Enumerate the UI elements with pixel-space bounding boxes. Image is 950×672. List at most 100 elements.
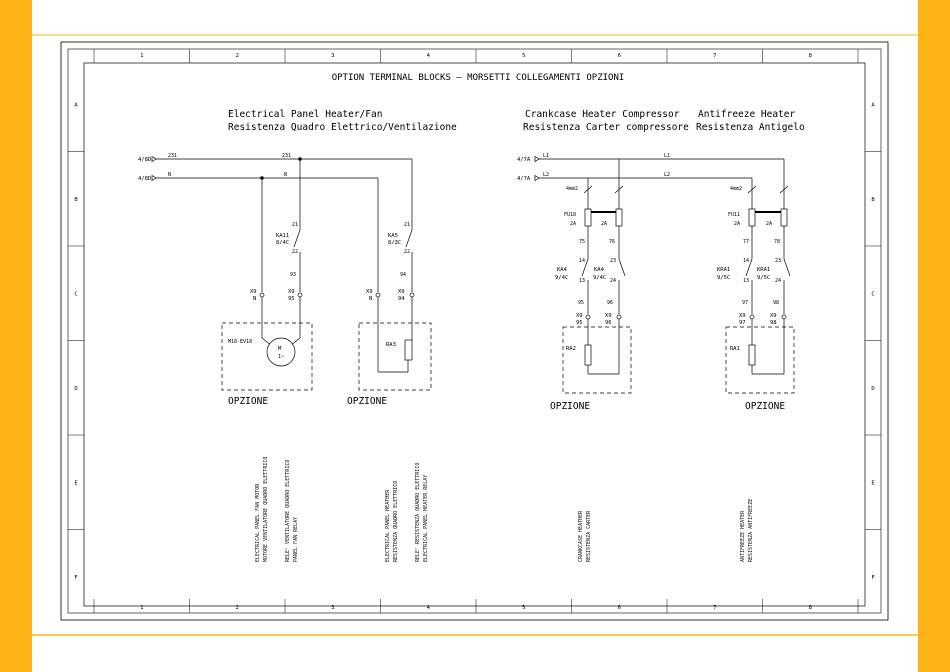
vlabel-crank-1: CRANKCASE HEATHER — [578, 510, 584, 562]
row-label-A-left: A — [74, 102, 78, 108]
row-label-F-left: F — [74, 575, 77, 581]
antifreeze-relay-2: KRA1 — [757, 267, 770, 273]
antifreeze-wire-97: 97 — [742, 300, 748, 306]
crankcase-heading-en: Crankcase Heater Compressor — [525, 109, 680, 120]
crankcase-circuit — [562, 159, 632, 394]
antifreeze-heater-label: RA1 — [730, 346, 740, 352]
column-label-4-top: 4 — [427, 53, 431, 59]
vlabel-heater-2: RESISTENZA QUADRO ELETTRICO — [393, 481, 399, 562]
vlabel-anti-1: ANTIFREEZE HEATER — [740, 510, 746, 562]
vlabel-anti-2: RESISTENZA ANTIFREEZE — [748, 499, 754, 562]
crankcase-heater-label: RA2 — [566, 346, 576, 352]
antifreeze-fuse-2-icon — [780, 208, 788, 227]
column-label-5-bottom: 5 — [522, 605, 525, 611]
panel-heading-it: Resistenza Quadro Elettrico/Ventilazione — [228, 122, 457, 133]
crankcase-heading-it: Resistenza Carter compressore — [523, 122, 689, 133]
antifreeze-heater-resistor-icon — [748, 344, 756, 366]
antifreeze-relay-1: KRA1 — [717, 267, 730, 273]
crankcase-relay-2-ref: 9/4C — [593, 275, 606, 281]
crankcase-term-x9-a: X9 — [576, 313, 583, 319]
antifreeze-heading-it: Resistenza Antigelo — [696, 122, 805, 133]
crankcase-fuse-2-icon — [615, 208, 623, 227]
column-label-1-top: 1 — [140, 53, 143, 59]
antifreeze-term-97: 97 — [739, 320, 746, 326]
antifreeze-fuse-label: FU11 — [728, 212, 740, 218]
row-label-D-right: D — [871, 386, 874, 392]
right-accent-bar — [918, 0, 950, 672]
panel-term-x9-n: X9 — [366, 289, 373, 295]
panel-heading-en: Electrical Panel Heater/Fan — [228, 109, 382, 120]
antifreeze-fuse-1-icon — [748, 208, 756, 227]
panel-relay-label: KA5 — [388, 233, 398, 239]
drawing-frame — [83, 62, 866, 607]
fan-contact-21: 21 — [292, 222, 298, 228]
crankcase-term-x9-b: X9 — [605, 313, 612, 319]
antifreeze-contact-24: 24 — [775, 278, 781, 284]
antifreeze-circuit — [725, 159, 795, 394]
crankcase-relay-2: KA4 — [594, 267, 605, 273]
crankcase-relay-1-ref: 9/4C — [555, 275, 568, 281]
column-label-2-bottom: 2 — [236, 605, 239, 611]
fan-circuit — [221, 159, 313, 391]
antifreeze-term-98: 98 — [770, 320, 777, 326]
left-wire-n: N — [168, 172, 171, 178]
panel-term-94: 94 — [398, 296, 405, 302]
vlabel-heater-3: RELE' RESISTENZA QUADRO ELETTRICO — [415, 463, 421, 562]
vlabel-heater-1: ELECTRICAL PANEL HEATHER — [385, 489, 391, 562]
antifreeze-wire-98: 98 — [773, 300, 779, 306]
fan-motor-phase: 1~ — [278, 354, 284, 360]
column-label-5-top: 5 — [522, 53, 525, 59]
antifreeze-term-x9-a: X9 — [739, 313, 746, 319]
drawing-title: OPTION TERMINAL BLOCKS – MORSETTI COLLEG… — [332, 73, 625, 83]
left-wire-231: 231 — [168, 153, 177, 159]
vlabel-fan-1: ELECTRICAL PANEL FAN MOTOR — [255, 483, 261, 562]
fan-wire-93: 93 — [290, 272, 296, 278]
right-wire-l2: L2 — [543, 172, 549, 178]
crankcase-contact-14: 14 — [579, 258, 585, 264]
panel-opzione: OPZIONE — [347, 396, 387, 407]
left-ref-2: 4/8D — [138, 176, 151, 182]
left-ref-1: 4/8D — [138, 157, 151, 163]
column-label-3-bottom: 3 — [331, 605, 334, 611]
fan-relay-ref: 8/4C — [276, 240, 289, 246]
row-label-A-right: A — [871, 102, 875, 108]
crankcase-opzione: OPZIONE — [550, 401, 590, 412]
row-label-D-left: D — [74, 386, 77, 392]
column-label-8-bottom: 8 — [809, 605, 812, 611]
crankcase-relay-1: KA4 — [557, 267, 568, 273]
fan-opzione: OPZIONE — [228, 396, 268, 407]
panel-relay-ref: 8/3C — [388, 240, 401, 246]
right-wire-l2b: L2 — [664, 172, 670, 178]
crankcase-fuse-a2: 2A — [601, 221, 607, 227]
fan-motor-m: M — [278, 346, 282, 352]
crankcase-contact-23: 23 — [610, 258, 616, 264]
row-label-E-right: E — [871, 480, 874, 486]
column-label-3-top: 3 — [331, 53, 334, 59]
fan-relay-label: KA11 — [276, 233, 289, 239]
vlabel-fan-2: MOTORE VENTILATORE QUADRO ELETTRICO — [263, 457, 269, 562]
fan-contact-22: 22 — [292, 249, 298, 255]
crankcase-fuse-label: FU18 — [564, 212, 576, 218]
row-label-B-left: B — [74, 197, 78, 203]
crankcase-contact-24: 24 — [610, 278, 616, 284]
left-accent-bar — [0, 0, 32, 672]
right-wire-l1b: L1 — [664, 153, 670, 159]
crankcase-fuse-a1: 2A — [570, 221, 576, 227]
antifreeze-contact-23: 23 — [775, 258, 781, 264]
fan-motor-code: M18-EV18 — [228, 339, 252, 345]
row-label-B-right: B — [871, 197, 875, 203]
crankcase-heater-resistor-icon — [584, 344, 592, 366]
antifreeze-relay-1-ref: 9/5C — [717, 275, 730, 281]
zone-grid — [68, 49, 881, 613]
column-label-7-top: 7 — [713, 53, 716, 59]
fan-term-n: N — [253, 296, 256, 302]
vlabel-fan-3: RELE' VENTILATORE QUADRO ELETTRICO — [285, 460, 291, 562]
panel-contact-22: 22 — [404, 249, 410, 255]
crankcase-cable: 4mm2 — [566, 186, 578, 192]
crankcase-wire-76: 76 — [609, 239, 615, 245]
antifreeze-cable: 4mm2 — [730, 186, 742, 192]
crankcase-term-95: 95 — [576, 320, 583, 326]
panel-heater-circuit — [358, 159, 432, 391]
